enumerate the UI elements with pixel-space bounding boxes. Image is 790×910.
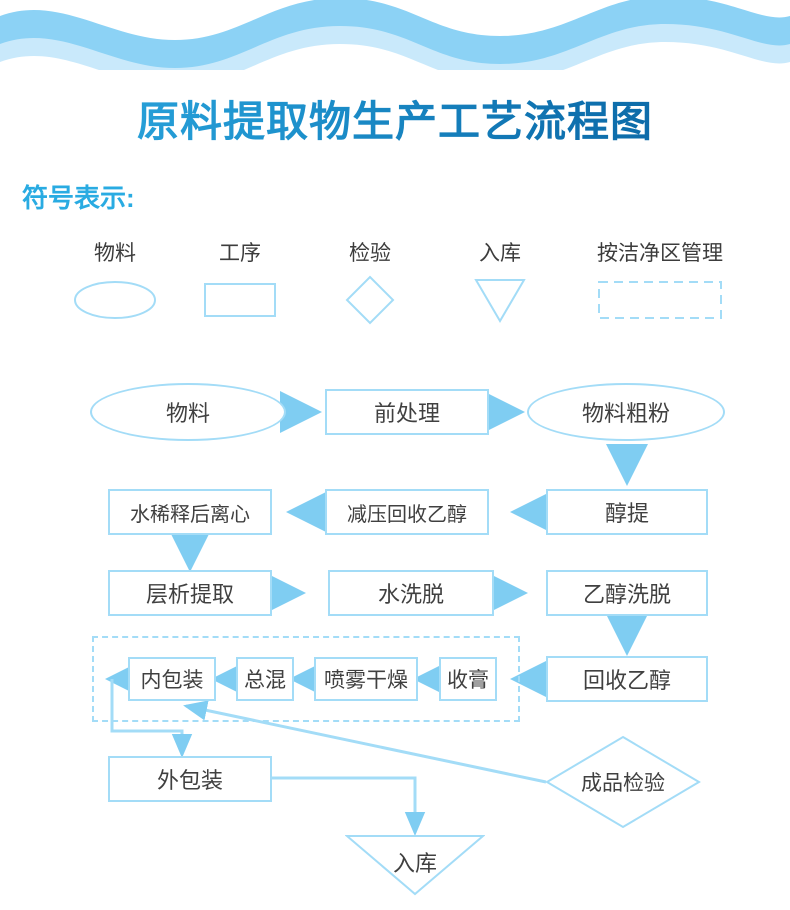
node-label-ethanol-elution: 乙醇洗脱 [582, 582, 671, 607]
node-ethanol-recover-vacuum[interactable]: 减压回收乙醇 [325, 489, 489, 535]
dashed-rectangle-icon [598, 281, 722, 319]
legend-item-inspection: 检验 [320, 242, 420, 325]
node-label-inner-packaging: 内包装 [140, 669, 204, 692]
legend-shape-dashed-rectangle [560, 278, 760, 322]
node-ethanol-elution[interactable]: 乙醇洗脱 [546, 570, 708, 616]
node-total-mixing[interactable]: 总混 [236, 657, 294, 701]
node-warehousing[interactable]: 入库 [345, 834, 485, 896]
node-label-alcohol-extract: 醇提 [604, 501, 649, 526]
node-label-chromatography: 层析提取 [145, 582, 234, 607]
legend-item-clean-area: 按洁净区管理 [560, 243, 760, 322]
node-paste-collection[interactable]: 收膏 [439, 657, 497, 701]
node-inner-packaging[interactable]: 内包装 [128, 657, 216, 701]
finished-inspection-diamond-icon [545, 735, 701, 829]
node-label-finished-inspection: 成品检验 [581, 772, 665, 795]
node-finished-inspection[interactable]: 成品检验 [545, 735, 701, 829]
node-label-water-dilute-centrifuge: 水稀释后离心 [130, 503, 250, 526]
rectangle-icon [204, 283, 276, 317]
legend-heading: 符号表示: [22, 183, 135, 213]
node-ethanol-recovery[interactable]: 回收乙醇 [546, 656, 708, 702]
legend-caption-warehousing: 入库 [479, 242, 521, 265]
node-label-material: 物料 [165, 401, 210, 426]
diamond-icon [345, 275, 395, 325]
node-label-ethanol-recovery: 回收乙醇 [582, 668, 671, 693]
node-pretreatment[interactable]: 前处理 [325, 389, 489, 435]
node-label-paste-collection: 收膏 [447, 669, 489, 692]
triangle-down-icon [474, 279, 526, 323]
legend-shape-triangle [450, 278, 550, 323]
wave-header-decoration [0, 0, 790, 70]
node-coarse-powder[interactable]: 物料粗粉 [527, 383, 725, 441]
ellipse-icon [74, 281, 156, 319]
node-chromatography[interactable]: 层析提取 [108, 570, 272, 616]
legend-caption-clean-area: 按洁净区管理 [597, 242, 723, 265]
wave-dark-band [0, 0, 790, 68]
legend-caption-process: 工序 [219, 242, 261, 265]
legend-shape-rectangle [190, 278, 290, 322]
node-water-dilute-centrifuge[interactable]: 水稀释后离心 [108, 489, 272, 535]
legend-item-process: 工序 [190, 243, 290, 322]
node-outer-packaging[interactable]: 外包装 [108, 756, 272, 802]
legend-item-warehousing: 入库 [450, 242, 550, 323]
node-label-coarse-powder: 物料粗粉 [581, 401, 670, 426]
node-spray-drying[interactable]: 喷雾干燥 [314, 657, 418, 701]
warehousing-triangle-icon [345, 835, 485, 896]
node-label-total-mixing: 总混 [244, 669, 286, 692]
legend-caption-inspection: 检验 [349, 242, 391, 265]
legend-item-material: 物料 [60, 243, 170, 322]
node-label-outer-packaging: 外包装 [156, 768, 223, 793]
legend-caption-material: 物料 [94, 242, 136, 265]
node-water-elution[interactable]: 水洗脱 [328, 570, 494, 616]
clean-area-zone [92, 636, 520, 722]
page-title: 原料提取物生产工艺流程图 [0, 88, 790, 149]
node-label-spray-drying: 喷雾干燥 [324, 669, 408, 692]
legend-shape-diamond [320, 275, 420, 325]
node-alcohol-extract[interactable]: 醇提 [546, 489, 708, 535]
arrow-outer-packaging-to-warehousing [272, 776, 426, 836]
node-label-pretreatment: 前处理 [373, 401, 440, 426]
node-label-ethanol-recover-vacuum: 减压回收乙醇 [347, 503, 467, 526]
legend-shape-ellipse [60, 278, 170, 322]
node-label-warehousing: 入库 [392, 851, 437, 876]
node-material[interactable]: 物料 [90, 383, 286, 441]
node-label-water-elution: 水洗脱 [377, 582, 444, 607]
